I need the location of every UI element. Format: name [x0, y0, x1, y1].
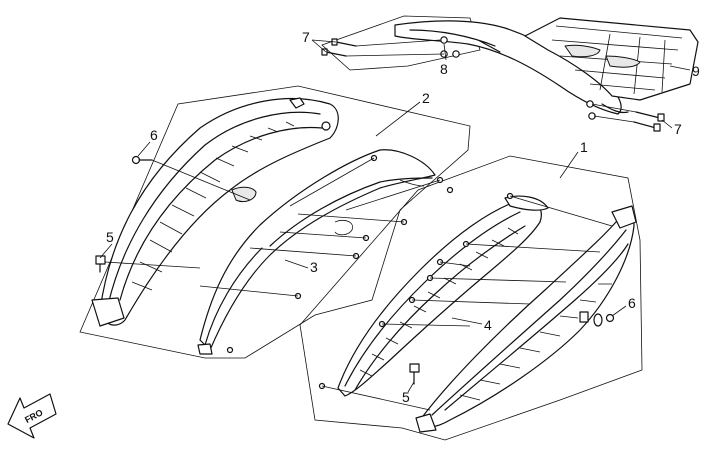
washer-icon	[593, 313, 615, 327]
screw-icon	[446, 186, 454, 194]
screw-icon	[131, 155, 153, 165]
callout-1: 1	[580, 139, 588, 155]
callout-leaders	[99, 39, 691, 393]
callout-9: 9	[692, 63, 700, 79]
bolt-icon	[633, 111, 665, 132]
screw-icon	[226, 346, 234, 354]
rear-rack-part	[394, 17, 699, 120]
callout-7-right: 7	[674, 121, 682, 137]
callout-7-top: 7	[302, 29, 310, 45]
front-arrow-icon: FRO	[7, 393, 57, 439]
callout-5-right: 5	[402, 389, 410, 405]
fasteners	[95, 38, 665, 411]
right-side-cover-part	[415, 205, 637, 433]
left-side-cover-part	[91, 97, 339, 327]
callout-6-right: 6	[628, 295, 636, 311]
callout-2: 2	[422, 90, 430, 106]
inner-bracket-part	[337, 195, 549, 397]
group-outline-right	[299, 155, 643, 441]
group-outline-top	[321, 15, 481, 71]
callout-4: 4	[484, 317, 492, 333]
callout-8: 8	[440, 61, 448, 77]
bolt-icon	[409, 363, 420, 385]
callout-5-left: 5	[106, 229, 114, 245]
callout-6-left: 6	[150, 127, 158, 143]
callout-3: 3	[310, 259, 318, 275]
bolt-icon	[95, 255, 106, 273]
